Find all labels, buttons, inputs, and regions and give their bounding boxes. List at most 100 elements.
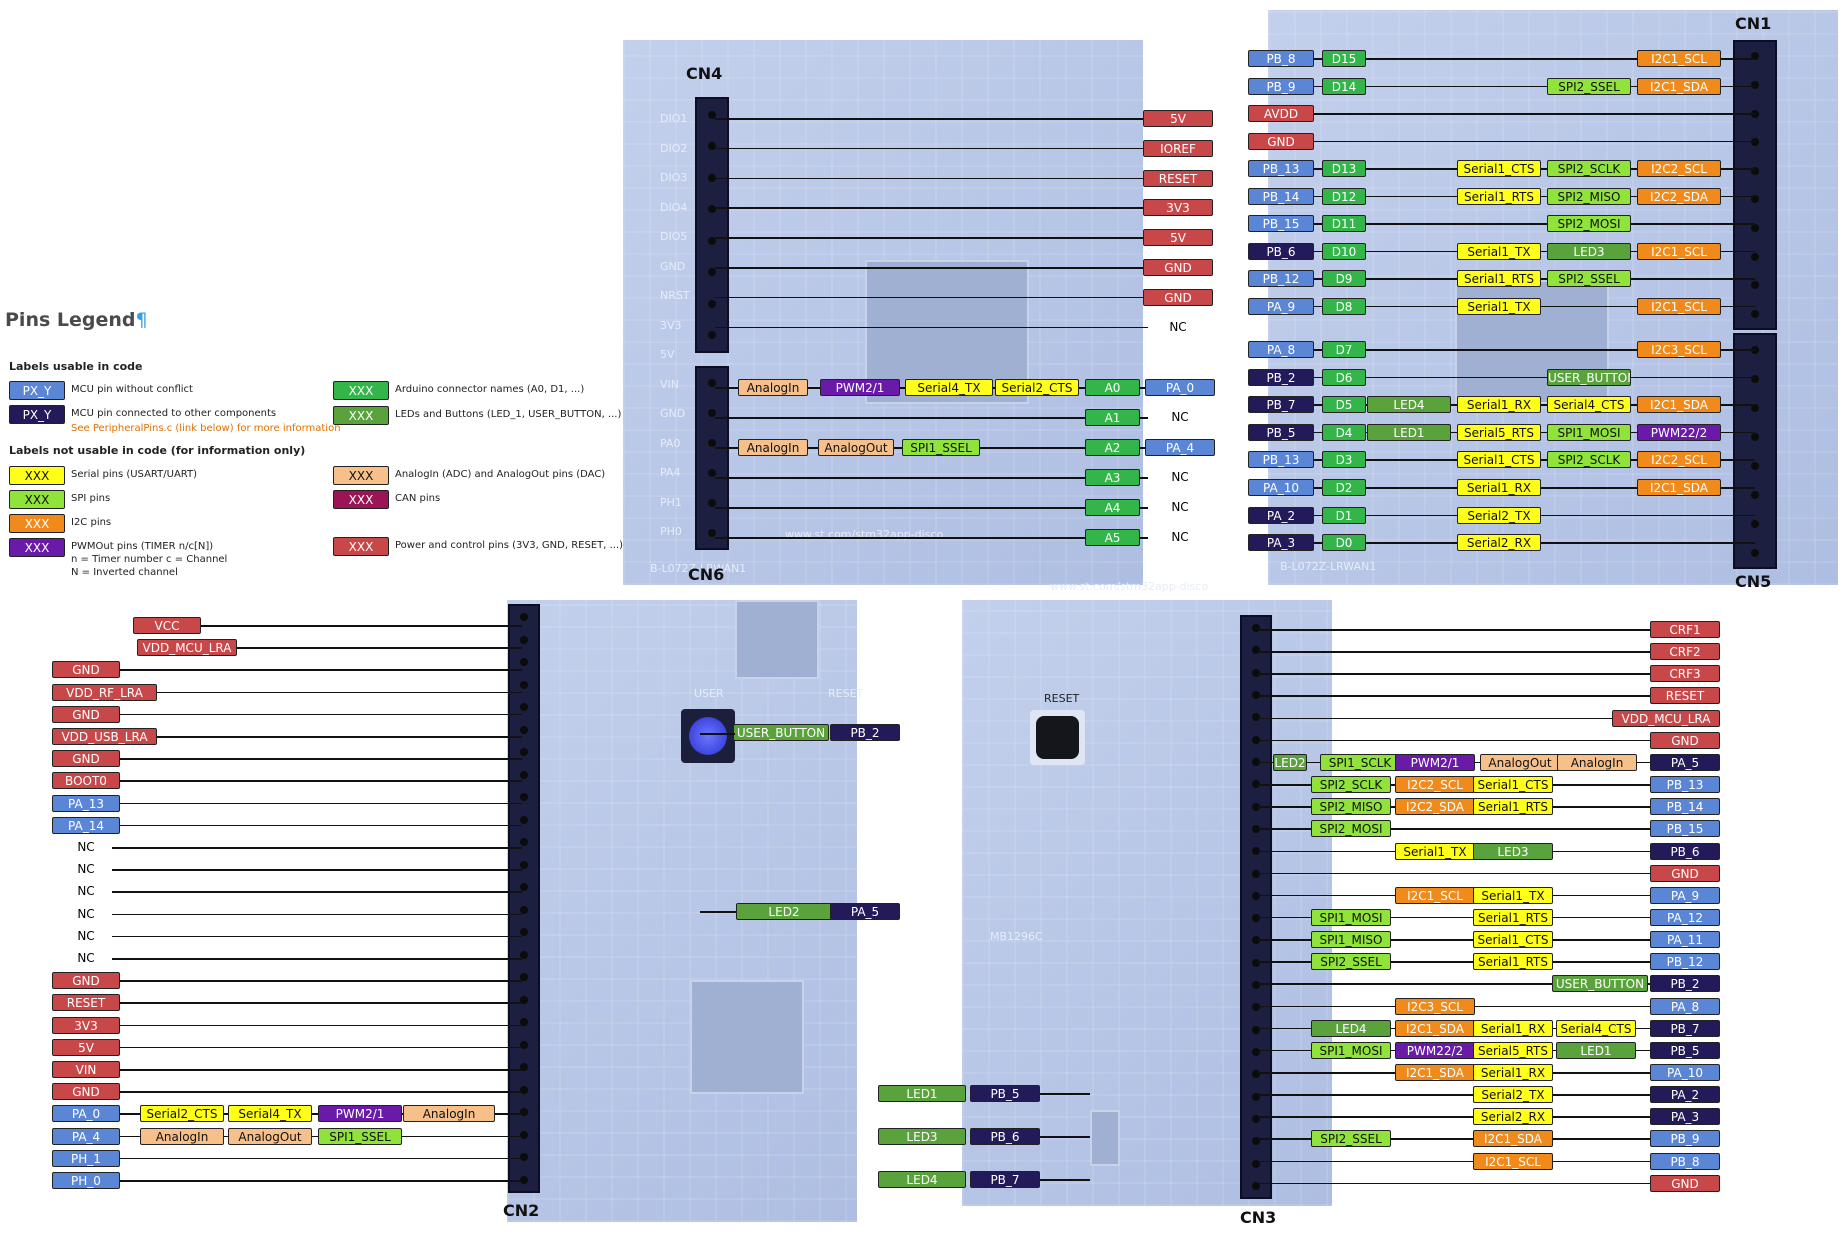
cn3-function-label: SPI1_MOSI <box>1311 908 1391 926</box>
cn2-pin-label: PA_0 <box>52 1105 120 1123</box>
cn6-pin-label: PA_4 <box>1145 439 1215 456</box>
silkscreen-text: DIO2 <box>660 141 688 155</box>
header-pin <box>708 529 716 537</box>
silkscreen-text: DIO3 <box>660 171 688 184</box>
header-pin <box>520 1018 528 1027</box>
connector-line <box>112 1091 522 1093</box>
cn4-pin-label: 5V <box>1143 229 1213 247</box>
cn4-pin-label: RESET <box>1143 169 1213 187</box>
legend-swatch: XXX <box>333 466 389 485</box>
legend-not-usable-heading: Labels not usable in code (for informati… <box>9 444 306 457</box>
cn1-pin-label: PB_12 <box>1248 270 1314 287</box>
cn2-pin-label: PA_14 <box>52 816 120 834</box>
cn2-function-label: PWM2/1 <box>318 1105 402 1123</box>
cn6-pin-label: NC <box>1171 530 1189 544</box>
header-pin <box>520 680 528 689</box>
cn1-function-label: Serial1_TX <box>1457 242 1541 260</box>
header-pin <box>1252 668 1260 677</box>
header-pin <box>1751 195 1759 204</box>
connector-line <box>1250 140 1755 142</box>
cn5-function-label: LED4 <box>1367 396 1451 414</box>
connector-line <box>715 417 1148 419</box>
cn5-function-label: LED1 <box>1367 423 1451 441</box>
connector-line <box>1040 1179 1090 1181</box>
header-pin <box>708 236 716 245</box>
user-text: USER <box>694 687 724 700</box>
silkscreen-text: NRST <box>660 289 690 302</box>
header-pin <box>708 299 716 308</box>
cn1-function-label: Serial1_TX <box>1457 297 1541 315</box>
header-pin <box>1751 548 1759 557</box>
connector-line <box>112 1135 522 1138</box>
cn3-pin-label: PB_15 <box>1650 820 1720 838</box>
cn5-function-label: SPI2_SCLK <box>1547 451 1631 469</box>
connector-line <box>715 147 1148 150</box>
cn2-label: CN2 <box>503 1201 540 1220</box>
cn6-pin-label: NC <box>1171 410 1189 424</box>
connector-line <box>193 625 522 627</box>
header-pin <box>520 725 528 734</box>
cn6-arduino-label: A0 <box>1085 379 1140 396</box>
cn2-pin-label: NC <box>77 906 95 921</box>
led-label: LED4 <box>878 1171 966 1188</box>
legend-link[interactable]: See PeripheralPins.c (link below) for mo… <box>71 423 341 434</box>
reset-button-photo[interactable] <box>1030 710 1085 765</box>
cn3-pin-label: PA_9 <box>1650 886 1720 904</box>
connector-line <box>1258 983 1660 985</box>
connector-line <box>1250 349 1755 351</box>
header-pin <box>1252 713 1260 722</box>
cn3-function-label: Serial1_RTS <box>1473 953 1553 971</box>
cn1-function-label: Serial1_RTS <box>1457 187 1541 205</box>
reset-button-cap[interactable] <box>1036 716 1079 759</box>
legend-text: CAN pins <box>395 493 441 504</box>
cn4-header <box>695 97 729 353</box>
silkscreen-text: B-L072Z-LRWAN1 <box>650 562 747 575</box>
header-pin <box>1252 869 1260 878</box>
cn3-function-label: AnalogIn <box>1557 753 1637 771</box>
connector-line <box>1250 85 1755 87</box>
cn1-function-label: SPI2_SSEL <box>1547 270 1631 287</box>
cn6-function-label: AnalogIn <box>738 379 808 396</box>
cn3-function-label: I2C1_SCL <box>1473 1152 1553 1170</box>
connector-line <box>1258 916 1660 919</box>
connector-line <box>112 1024 522 1027</box>
user-button-cap[interactable] <box>689 717 727 755</box>
header-pin <box>1751 309 1759 318</box>
header-pin <box>1252 958 1260 967</box>
silkscreen-text: PH1 <box>660 495 682 509</box>
connector-line <box>1250 58 1755 60</box>
mcu-module-chip <box>690 980 804 1094</box>
cn3-pin-label: PA_12 <box>1650 908 1720 926</box>
cn3-pin-label: PA_3 <box>1650 1108 1720 1126</box>
connector-line <box>1258 629 1660 631</box>
header-pin <box>520 905 528 914</box>
user-button-photo[interactable] <box>681 709 735 763</box>
cn5-function-label: Serial1_RX <box>1457 396 1541 414</box>
header-pin <box>1252 780 1260 789</box>
legend-swatch: XXX <box>9 490 65 509</box>
cn5-function-label: Serial1_RX <box>1457 479 1541 496</box>
cn2-pin-label: VCC <box>133 617 201 634</box>
cn4-pin-label: IOREF <box>1143 139 1213 157</box>
cn1-header <box>1733 40 1777 330</box>
header-pin <box>708 469 716 477</box>
cn3-function-label: I2C2_SCL <box>1395 776 1475 794</box>
cn6-pin-label: NC <box>1171 500 1189 514</box>
cn2-pin-label: VDD_MCU_LRA <box>137 639 237 657</box>
silkscreen-text: PA0 <box>660 436 681 450</box>
cn5-pin-label: PA_8 <box>1248 341 1314 358</box>
cn1-function-label: LED3 <box>1547 242 1631 260</box>
header-pin <box>1252 624 1260 633</box>
legend-text: AnalogIn (ADC) and AnalogOut pins (DAC) <box>395 469 606 480</box>
header-pin <box>1252 914 1260 923</box>
cn5-function-label: SPI1_MOSI <box>1547 423 1631 441</box>
connector-line <box>112 758 522 760</box>
header-pin <box>520 860 528 869</box>
cn6-function-label: PWM2/1 <box>820 379 900 396</box>
cn2-function-label: Serial2_CTS <box>140 1105 224 1123</box>
header-pin <box>520 1040 528 1049</box>
cn1-function-label: SPI2_SCLK <box>1547 160 1631 177</box>
header-pin <box>1252 1048 1260 1056</box>
cn1-function-label: I2C1_SDA <box>1637 77 1721 95</box>
cn2-pin-label: NC <box>77 951 95 965</box>
